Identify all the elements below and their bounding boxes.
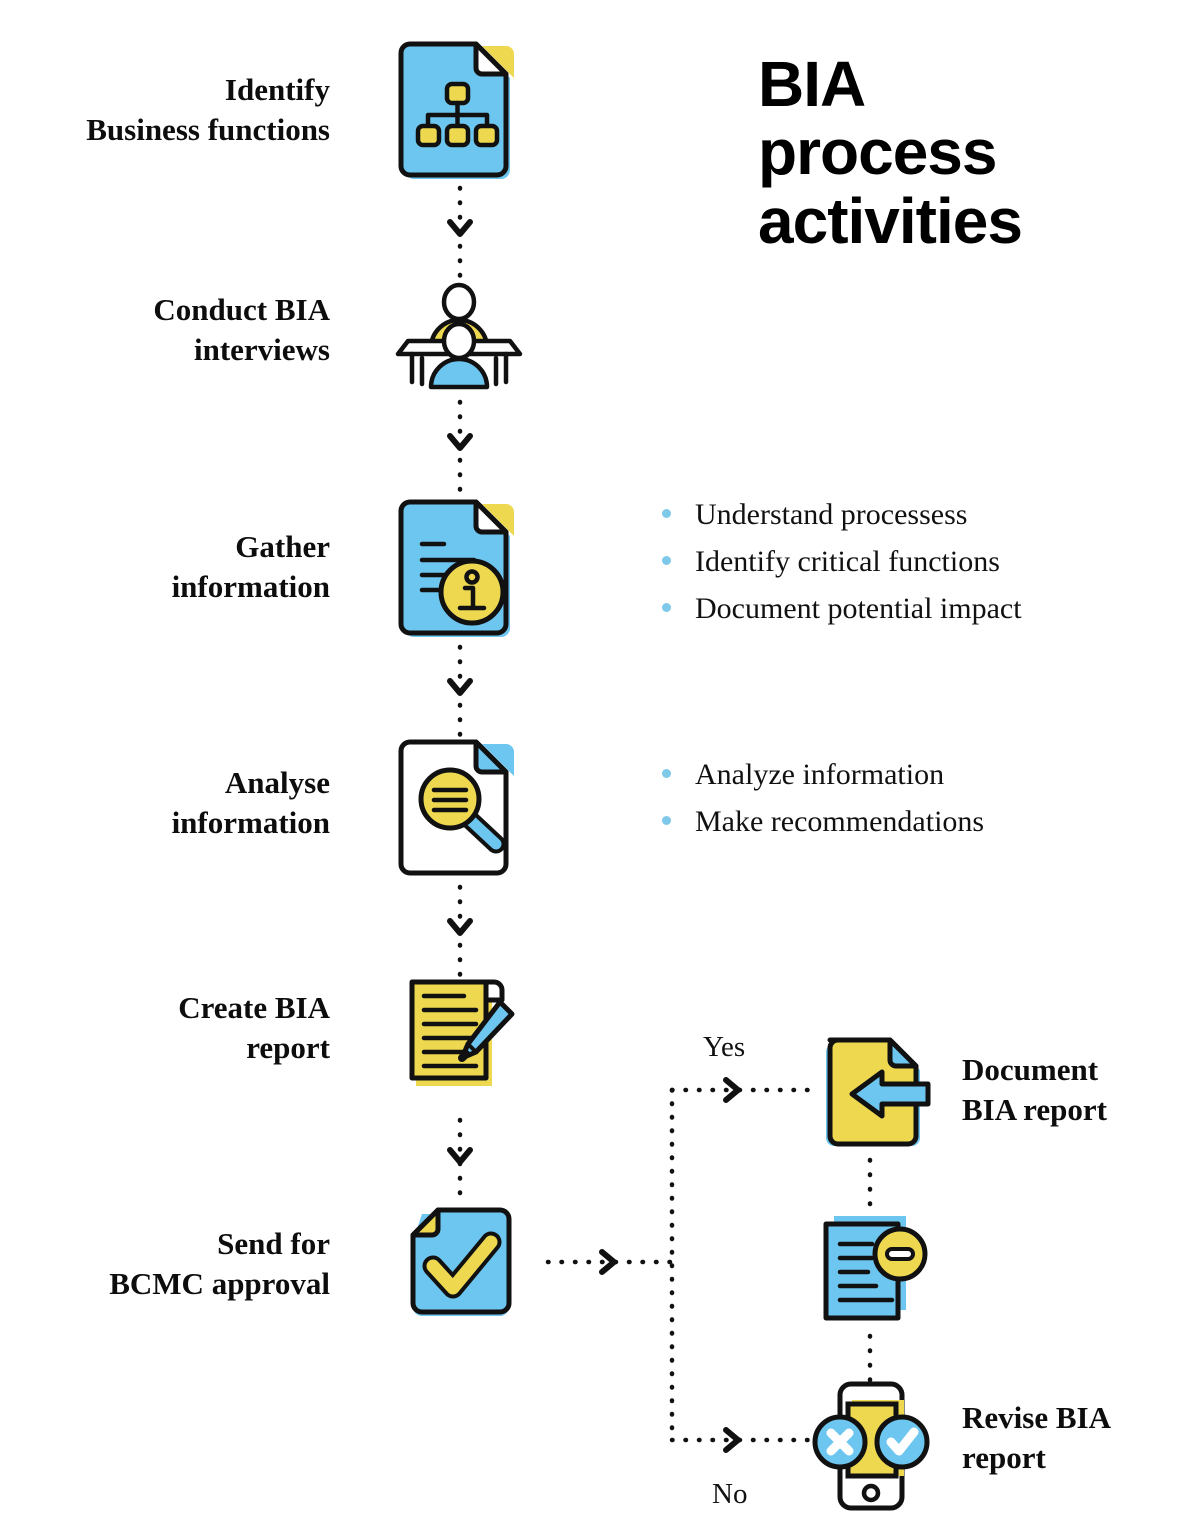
connector-step2-step3 <box>440 399 480 497</box>
branch-label-no: No <box>712 1478 748 1510</box>
page-title: BIA process activities <box>758 48 1158 257</box>
bullet-text: Document potential impact <box>695 591 1022 625</box>
step-label-create-bia-report: Create BIA report <box>20 988 330 1067</box>
bullet-dot-icon <box>662 555 671 565</box>
step-label-conduct-bia-interviews: Conduct BIA interviews <box>20 290 330 369</box>
step-1-line-1: Identify <box>224 72 330 107</box>
document-pen-icon <box>404 976 520 1092</box>
bullet-text: Analyze information <box>695 758 945 791</box>
connector-step3-step4 <box>440 644 480 742</box>
bullet-text: Identify critical functions <box>695 544 1000 578</box>
step-5-line-2: report <box>246 1029 330 1065</box>
title-line-3: activities <box>758 184 1023 257</box>
bullet-dot-icon <box>662 769 671 778</box>
bullet-text: Make recommendations <box>695 804 985 838</box>
outcome-label-document-bia-report: Document BIA report <box>962 1050 1192 1129</box>
list-item: Analyze information <box>662 758 1132 793</box>
step-2-line-2: interviews <box>193 331 330 367</box>
list-item: Identify critical functions <box>662 545 1132 580</box>
step-3-line-2: information <box>171 568 330 604</box>
step-2-line-1: Conduct BIA <box>153 292 330 327</box>
step-6-line-2: BCMC approval <box>109 1265 330 1301</box>
step-label-gather-information: Gather information <box>20 527 330 606</box>
document-check-icon <box>408 1207 518 1320</box>
connector-step4-step5 <box>440 884 480 982</box>
connector-step5-step6 <box>440 1117 480 1209</box>
step-6-line-1: Send for <box>217 1226 330 1261</box>
outcome-3-line-2: report <box>962 1439 1046 1475</box>
phone-approve-reject-icon <box>812 1380 930 1512</box>
connector-outcome2-outcome3 <box>855 1333 885 1383</box>
step-label-analyse-information: Analyse information <box>20 763 330 842</box>
outcome-3-line-1: Revise BIA <box>962 1400 1111 1435</box>
bullet-dot-icon <box>662 509 671 518</box>
outcome-1-line-1: Document <box>962 1052 1099 1087</box>
outcome-label-revise-bia-report: Revise BIA report <box>962 1398 1192 1477</box>
document-incoming-arrow-icon <box>820 1034 934 1152</box>
step-5-line-1: Create BIA <box>178 990 330 1025</box>
bullet-list-gather-information: Understand processess Identify critical … <box>662 498 1132 638</box>
document-info-icon <box>398 499 518 640</box>
outcome-1-line-2: BIA report <box>962 1091 1107 1127</box>
document-magnifier-icon <box>398 739 518 880</box>
bullet-list-analyse-information: Analyze information Make recommendations <box>662 758 1132 852</box>
interview-people-icon <box>395 282 523 390</box>
branch-label-yes: Yes <box>703 1031 746 1063</box>
title-line-1: BIA <box>758 48 866 120</box>
bullet-dot-icon <box>662 602 671 612</box>
step-4-line-2: information <box>171 804 330 840</box>
list-item: Make recommendations <box>662 805 1132 840</box>
step-1-line-2: Business functions <box>86 111 330 147</box>
step-4-line-1: Analyse <box>224 765 330 800</box>
connector-outcome1-outcome2 <box>855 1157 885 1217</box>
document-minus-icon <box>818 1212 930 1324</box>
title-line-2: process <box>758 116 997 189</box>
bullet-text: Understand processess <box>695 498 968 531</box>
list-item: Understand processess <box>662 498 1132 533</box>
list-item: Document potential impact <box>662 592 1132 627</box>
connector-step1-step2 <box>440 185 480 283</box>
step-label-identify-business-functions: Identify Business functions <box>20 70 330 149</box>
step-3-line-1: Gather <box>235 529 330 564</box>
bullet-dot-icon <box>662 815 671 825</box>
document-org-chart-icon <box>398 41 518 182</box>
decision-branch-connectors <box>540 1070 860 1470</box>
step-label-send-for-bcmc-approval: Send for BCMC approval <box>20 1224 330 1303</box>
